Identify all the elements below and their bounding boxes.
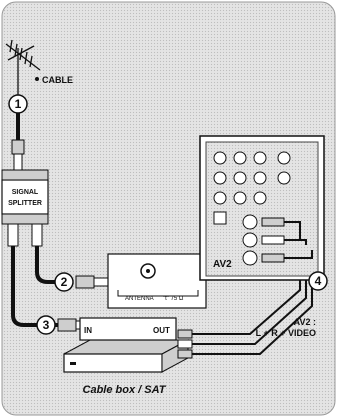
cable-label: CABLE: [42, 75, 73, 85]
cable-to-antenna-input: [35, 246, 70, 284]
av-sockets: [213, 151, 291, 266]
cable-box: IN OUT: [63, 317, 189, 373]
box-in-label: IN: [84, 326, 92, 335]
rca-plug-icon: [177, 329, 193, 359]
step-1-badge: [8, 94, 28, 114]
splitter-label-line2: SPLITTER: [8, 200, 42, 207]
coax-connector-icon: [11, 139, 25, 171]
step-2-number: 2: [61, 275, 68, 289]
antenna-suffix-label: "t" 75 Ω: [163, 296, 184, 302]
antenna-label: ANTENNA: [125, 296, 154, 302]
splitter-label-line1: SIGNAL: [12, 189, 39, 196]
av2-plug-connectors: [261, 217, 313, 263]
step-3-badge: [36, 315, 56, 335]
step-2-badge: [54, 272, 74, 292]
signal-splitter: SIGNAL SPLITTER: [1, 169, 49, 225]
cable-box-caption: Cable box / SAT: [83, 384, 167, 396]
step-1-number: 1: [15, 97, 22, 111]
av2-caption-line1: AV2 :: [294, 317, 316, 327]
coax-plug-step-2: [75, 275, 109, 289]
cable-to-box-in: [11, 246, 60, 327]
tv-antenna-icon: [5, 39, 41, 100]
av2-panel-label: AV2: [213, 259, 232, 270]
step-3-number: 3: [43, 318, 50, 332]
step-4-badge: [308, 271, 328, 291]
cable-label-dot: [35, 77, 39, 81]
antenna-input-panel: ANTENNA "t" 75 Ω: [107, 253, 207, 309]
box-out-label: OUT: [153, 326, 170, 335]
av2-caption-line2: L + R + VIDEO: [256, 328, 316, 338]
step-4-number: 4: [315, 274, 322, 288]
